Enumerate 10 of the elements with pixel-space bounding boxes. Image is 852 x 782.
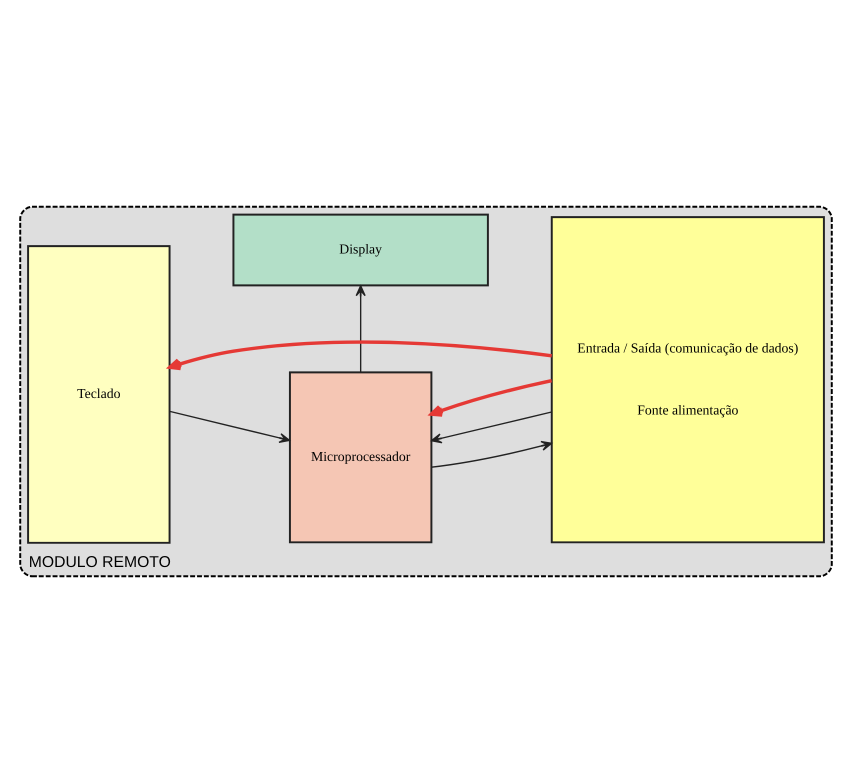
node-box: Microprocessador (288, 370, 432, 543)
arrow (431, 440, 552, 468)
arrow (430, 410, 552, 443)
arrow (430, 378, 552, 416)
arrow (170, 410, 290, 443)
arrow (356, 284, 366, 372)
node-box: Display (232, 213, 489, 286)
node-box: Entrada / Saída (comunicação de dados) Fonte alimentação (550, 216, 825, 543)
node-box: Teclado (27, 244, 171, 544)
arrow (168, 340, 552, 370)
